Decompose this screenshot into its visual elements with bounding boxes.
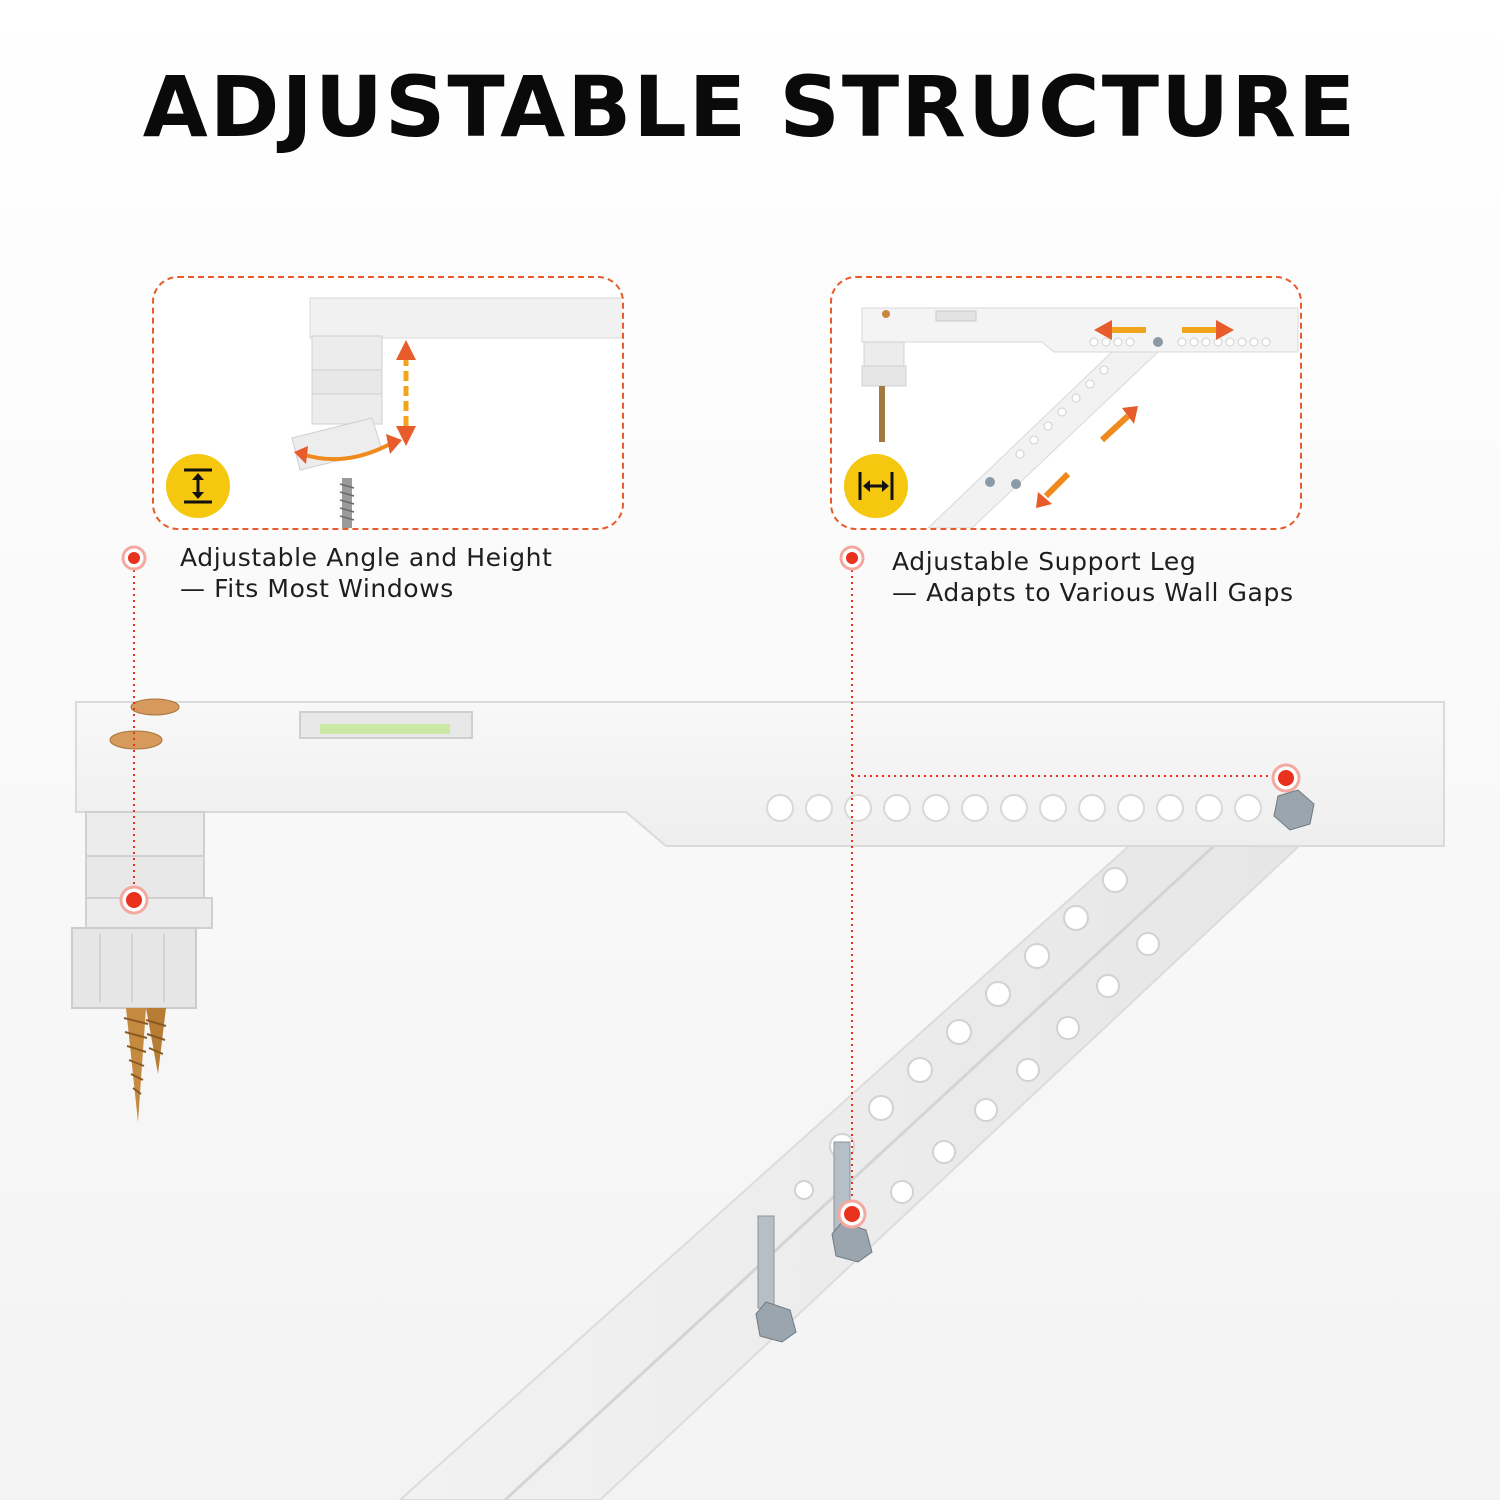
angle-height-caption: Adjustable Angle and Height — Fits Most … bbox=[180, 542, 553, 604]
support-leg-detail-panel bbox=[830, 276, 1302, 530]
horizontal-adjust-icon bbox=[844, 454, 908, 518]
angle-height-detail-panel bbox=[152, 276, 624, 530]
support-leg-detail-illustration bbox=[861, 307, 1299, 528]
vertical-adjust-icon bbox=[166, 454, 230, 518]
angle-height-detail-illustration bbox=[291, 297, 622, 528]
page-title: ADJUSTABLE STRUCTURE bbox=[142, 58, 1358, 156]
marker-arm-bolt bbox=[1271, 763, 1301, 793]
angle-height-caption-line2: — Fits Most Windows bbox=[180, 574, 454, 603]
angle-height-caption-line1: Adjustable Angle and Height bbox=[180, 543, 553, 572]
marker-leg-bolt bbox=[837, 1199, 867, 1229]
support-leg-caption-line1: Adjustable Support Leg bbox=[892, 547, 1197, 576]
marker-clamp bbox=[119, 885, 149, 915]
marker-leg-caption bbox=[839, 545, 865, 571]
support-leg-caption: Adjustable Support Leg — Adapts to Vario… bbox=[892, 546, 1294, 608]
marker-angle-caption bbox=[121, 545, 147, 571]
support-leg-caption-line2: — Adapts to Various Wall Gaps bbox=[892, 578, 1294, 607]
